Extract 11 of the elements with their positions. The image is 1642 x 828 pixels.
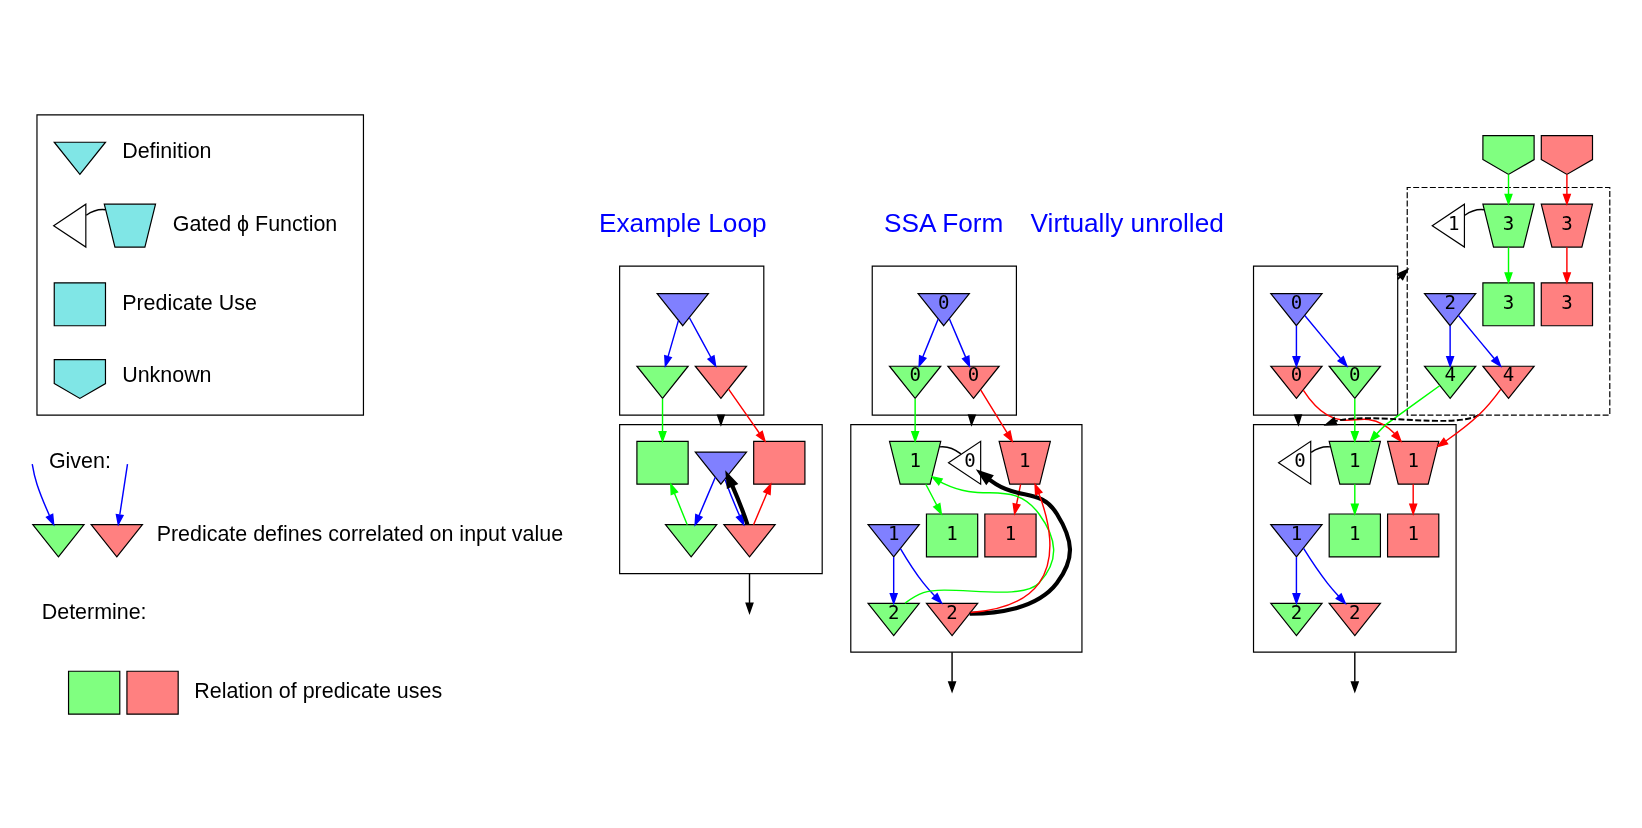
- legend-label: Definition: [122, 138, 212, 163]
- label: SSA Form: [884, 207, 1004, 238]
- legend-label: Unknown: [122, 362, 212, 387]
- label: Given:: [48, 448, 111, 473]
- label: Determine:: [41, 599, 147, 624]
- label: Example Loop: [599, 207, 767, 238]
- label: Virtually unrolled: [1030, 207, 1224, 238]
- legend-label: Predicate defines correlated on input value: [156, 521, 564, 546]
- legend-label: Predicate Use: [122, 290, 257, 315]
- legend-label: Gated ϕ Function: [172, 211, 338, 236]
- legend-label: Relation of predicate uses: [194, 678, 443, 703]
